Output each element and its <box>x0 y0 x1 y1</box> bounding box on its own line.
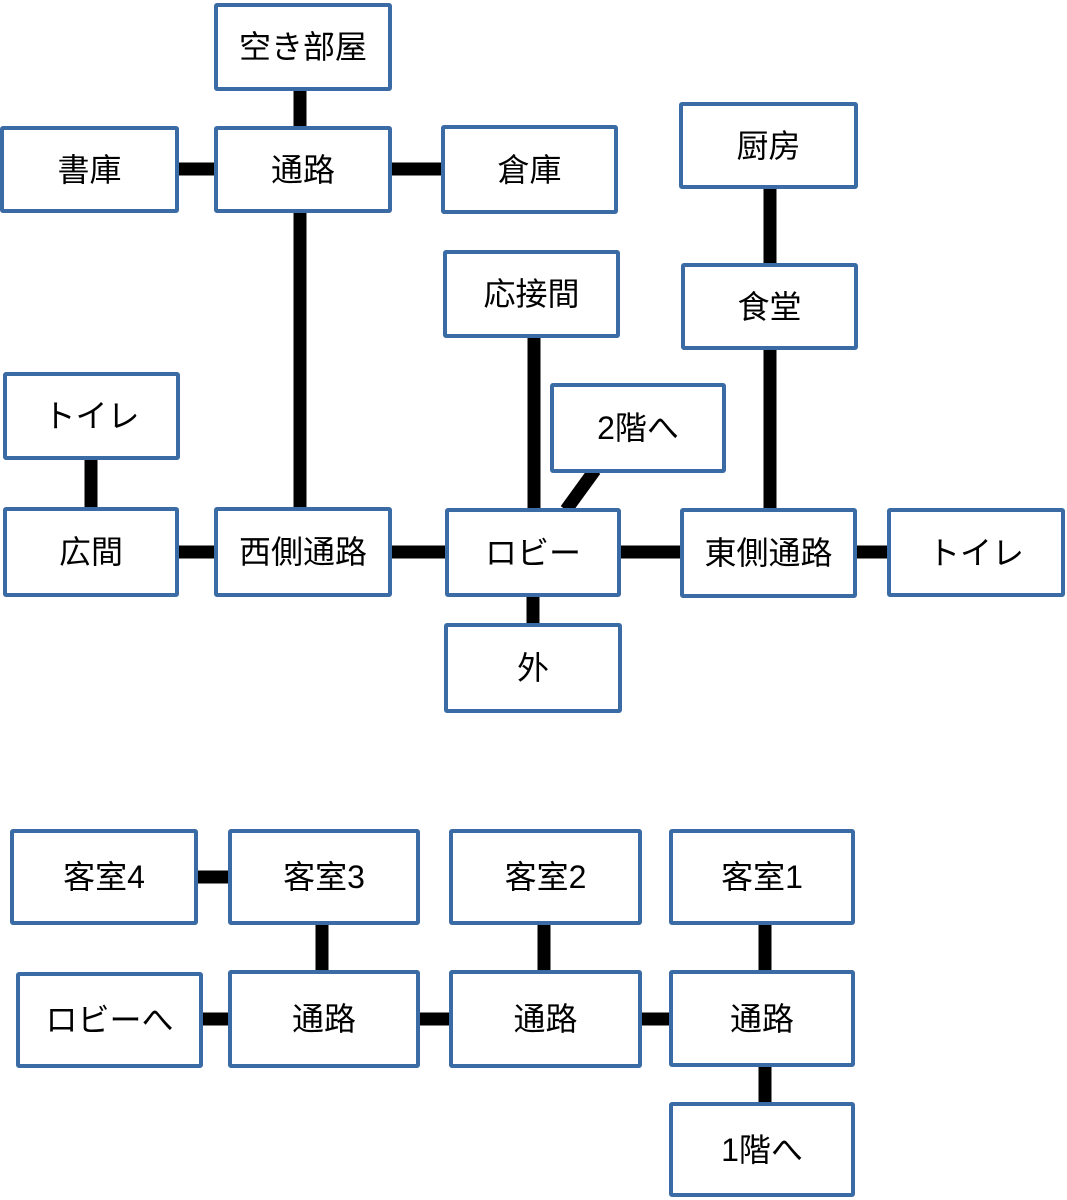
node-first-floor-library: 書庫 <box>0 126 179 213</box>
node-first-floor-hall: 広間 <box>3 507 179 597</box>
node-first-floor-kitchen: 厨房 <box>679 102 858 189</box>
node-first-floor-lobby: ロビー <box>445 508 621 597</box>
node-first-floor-corridor-nw: 通路 <box>214 126 392 213</box>
node-first-floor-outside: 外 <box>444 623 622 713</box>
node-second-floor-room2: 客室2 <box>449 829 642 925</box>
node-second-floor-corridor-2f-e: 通路 <box>669 970 855 1067</box>
node-second-floor-room1: 客室1 <box>669 829 855 925</box>
node-second-floor-corridor-2f-w: 通路 <box>228 970 420 1068</box>
node-first-floor-toilet-west: トイレ <box>3 372 180 460</box>
node-first-floor-toilet-east: トイレ <box>887 508 1065 597</box>
node-second-floor-room3: 客室3 <box>228 829 420 925</box>
node-first-floor-west-corridor: 西側通路 <box>214 507 392 597</box>
node-first-floor-empty-room: 空き部屋 <box>214 3 392 91</box>
node-first-floor-to-2f: 2階へ <box>550 383 726 473</box>
node-first-floor-dining: 食堂 <box>681 263 858 350</box>
node-first-floor-reception: 応接間 <box>443 250 620 338</box>
node-second-floor-to-1f: 1階へ <box>669 1102 855 1197</box>
node-second-floor-to-lobby: ロビーへ <box>16 972 203 1068</box>
node-first-floor-storehouse: 倉庫 <box>441 125 618 214</box>
node-first-floor-east-corridor: 東側通路 <box>680 508 857 598</box>
node-second-floor-room4: 客室4 <box>10 829 198 925</box>
node-second-floor-corridor-2f-c: 通路 <box>449 970 642 1068</box>
